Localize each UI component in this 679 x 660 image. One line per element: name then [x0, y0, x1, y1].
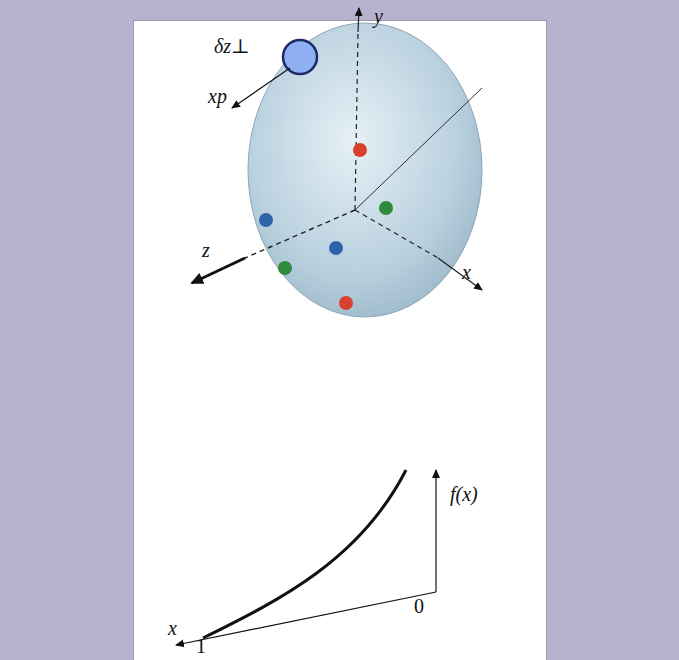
region-size-label: δz⊥	[214, 36, 250, 56]
tick-label: 1	[196, 636, 206, 656]
axis-label: y	[374, 6, 383, 26]
function-label: f(x)	[450, 484, 478, 504]
axis-label: x	[462, 262, 471, 282]
axis-label: x	[168, 618, 177, 638]
origin-label: 0	[414, 596, 424, 616]
momentum-label: xp	[208, 86, 227, 106]
axis-label: z	[202, 240, 210, 260]
